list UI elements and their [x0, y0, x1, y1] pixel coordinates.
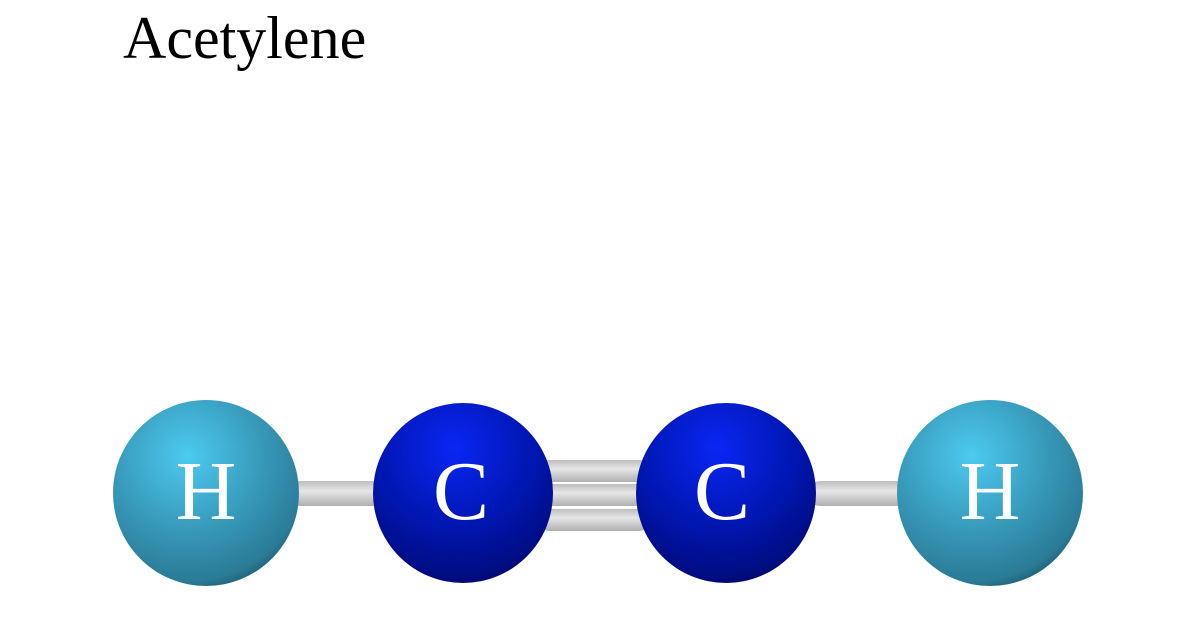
bond-c-c-triple [538, 460, 650, 531]
atom-label: H [960, 445, 1021, 538]
atom-label: C [433, 445, 489, 538]
atom-label: C [694, 445, 750, 538]
bond-c-h-right [808, 481, 908, 506]
bond-h-c-left [288, 481, 388, 506]
atom-hydrogen-left: H [113, 400, 299, 586]
diagram-title: Acetylene [123, 5, 367, 71]
atom-hydrogen-right: H [897, 400, 1083, 586]
atom-carbon-left: C [373, 403, 553, 583]
atom-label: H [176, 445, 237, 538]
atom-carbon-right: C [636, 403, 816, 583]
